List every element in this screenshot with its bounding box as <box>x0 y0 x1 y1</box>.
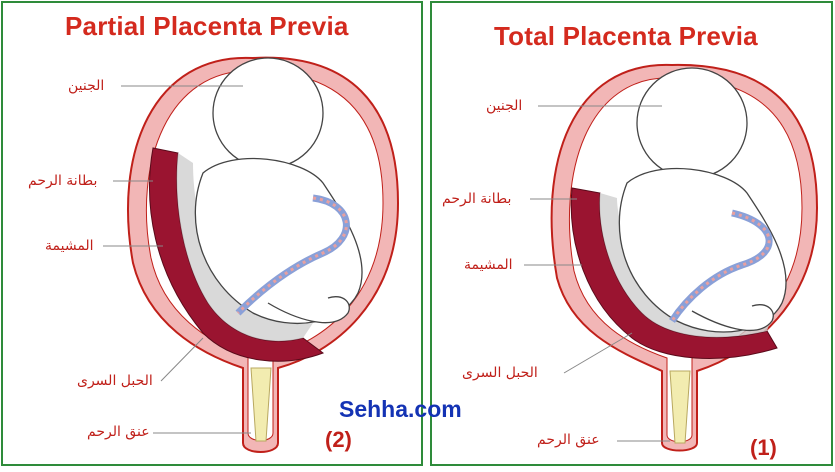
panel-title: Total Placenta Previa <box>494 21 758 52</box>
label-umbilical-cord: الحبل السرى <box>462 365 538 381</box>
label-placenta: المشيمة <box>464 257 513 273</box>
label-uterine-lining: بطانة الرحم <box>28 173 97 189</box>
label-cervix: عنق الرحم <box>87 424 150 440</box>
label-cervix: عنق الرحم <box>537 432 600 448</box>
label-umbilical-cord: الحبل السرى <box>77 373 153 389</box>
label-uterine-lining: بطانة الرحم <box>442 191 511 207</box>
total-previa-illustration <box>432 3 835 468</box>
watermark: Sehha.com <box>339 396 462 423</box>
panel-total-previa: Total Placenta Previa الجنين بطانة الرحم… <box>430 1 833 466</box>
panel-number: (2) <box>325 427 352 453</box>
label-fetus: الجنين <box>486 98 522 114</box>
label-fetus: الجنين <box>68 78 104 94</box>
panel-title: Partial Placenta Previa <box>65 11 349 42</box>
panel-number: (1) <box>750 435 777 461</box>
label-placenta: المشيمة <box>45 238 94 254</box>
